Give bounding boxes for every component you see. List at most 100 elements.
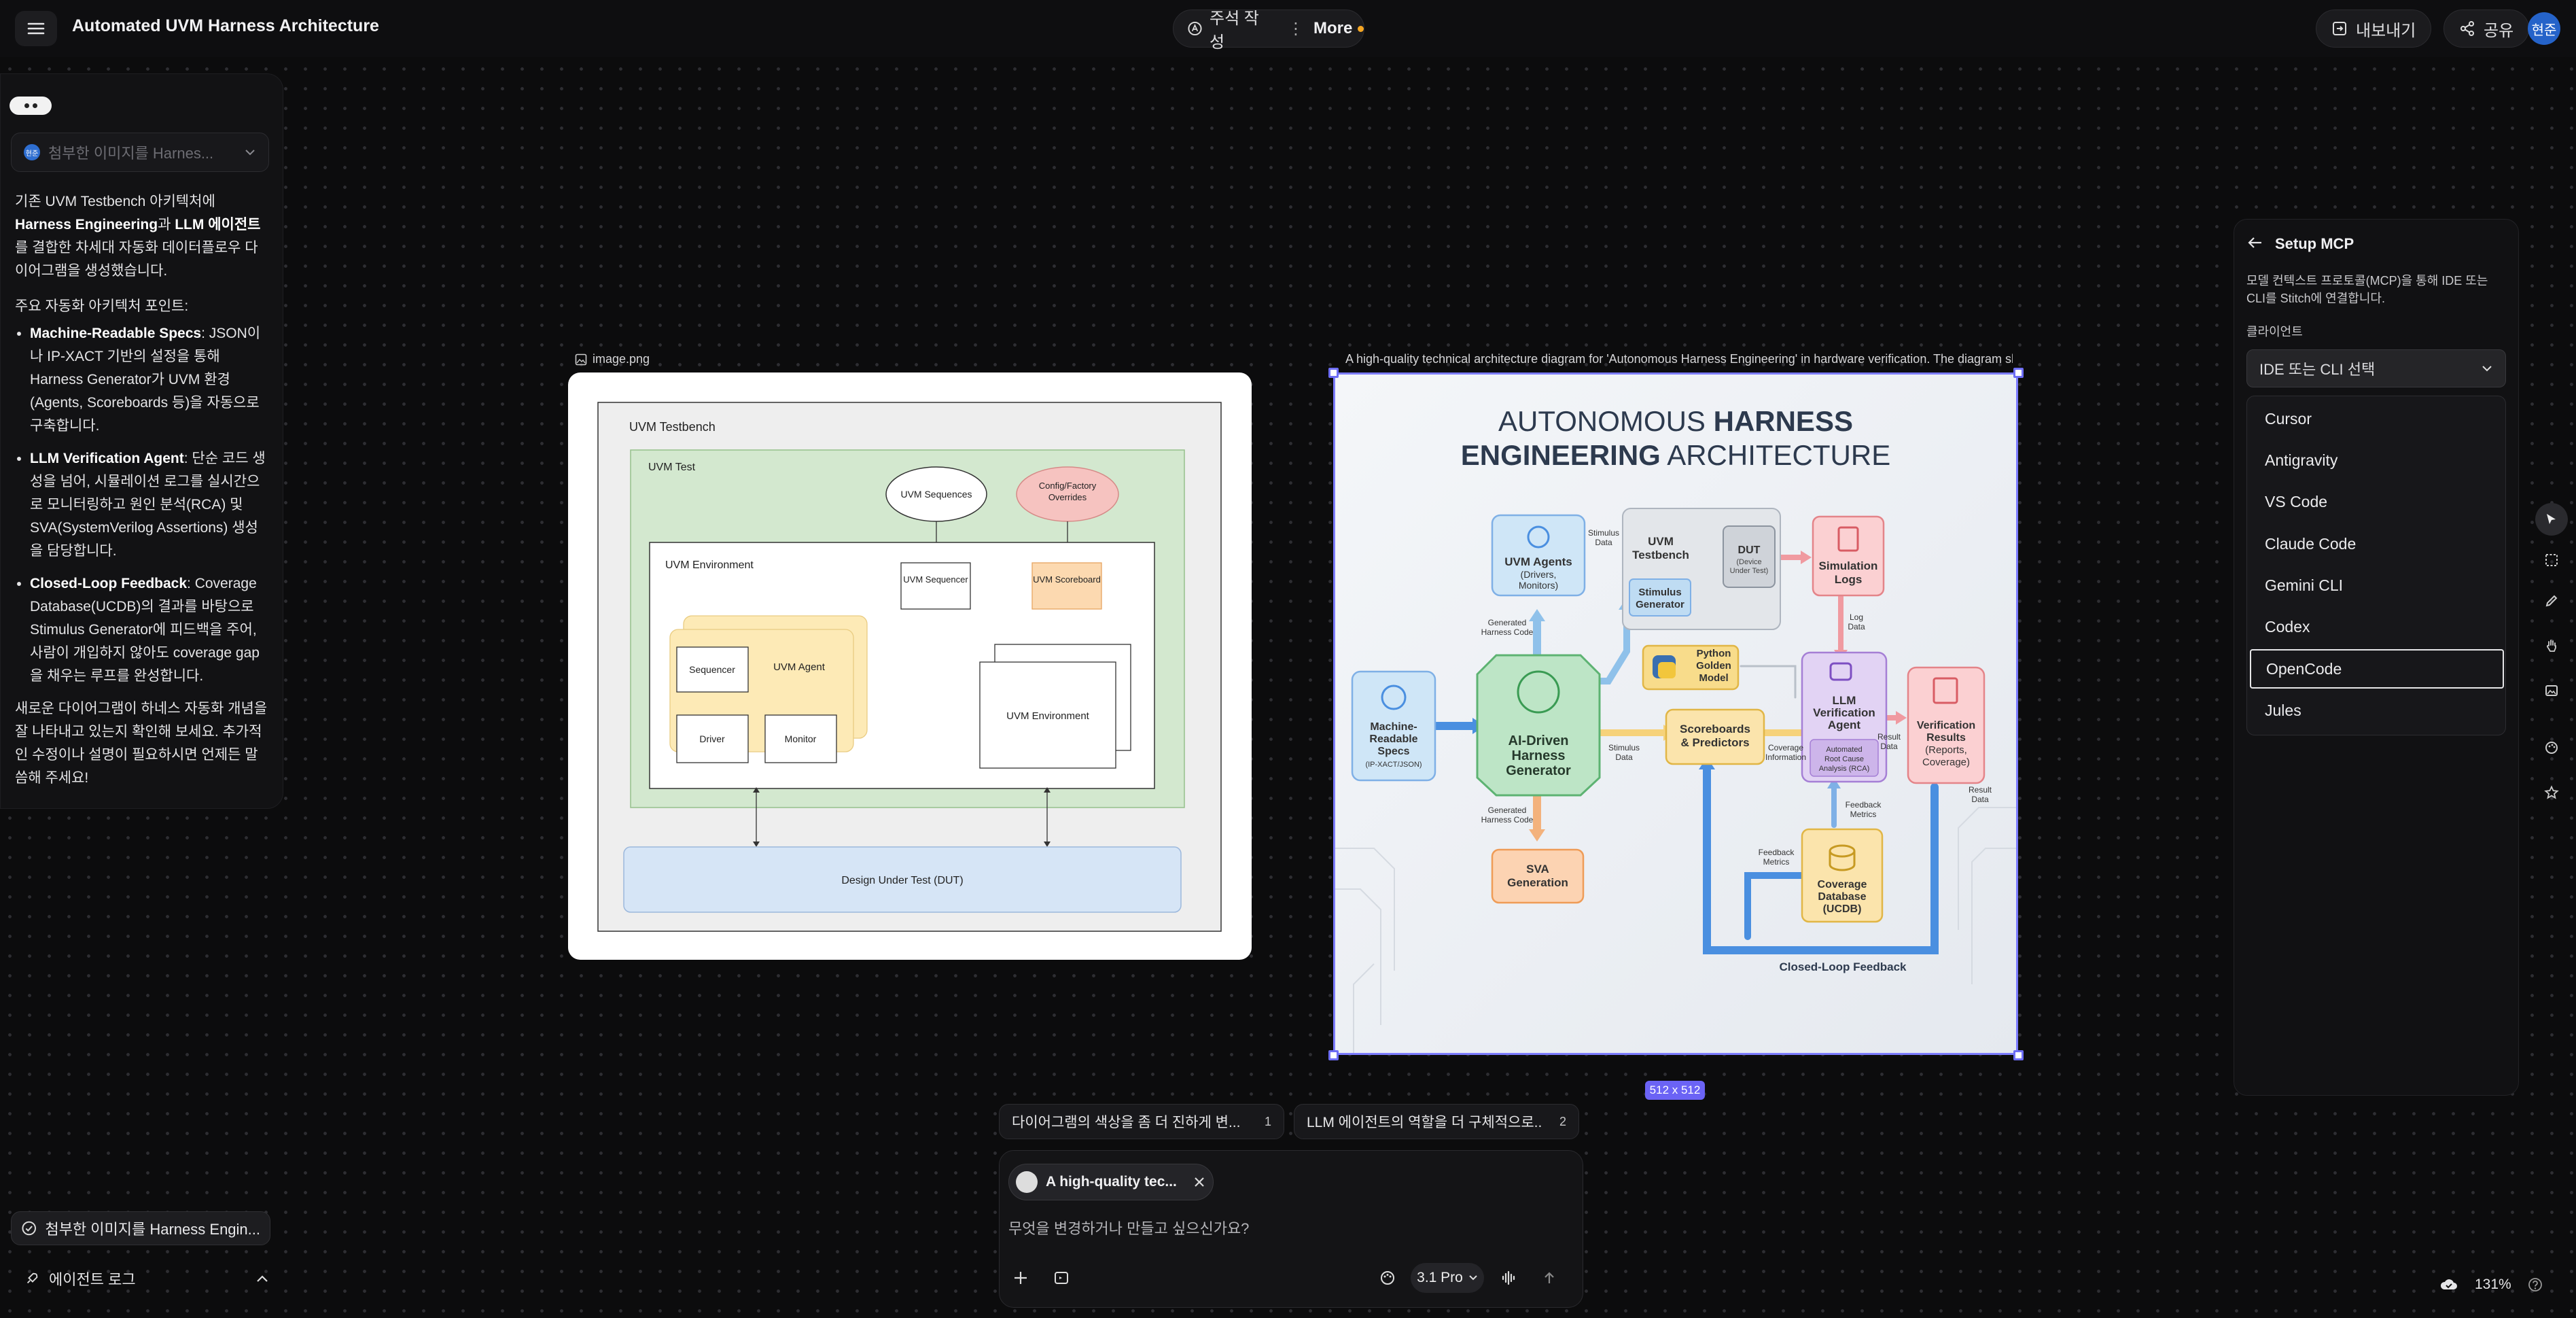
cloud-check-icon[interactable] <box>2439 1277 2458 1292</box>
resize-handle-bl[interactable] <box>1328 1050 1339 1060</box>
palette-icon <box>1381 1271 1394 1285</box>
option-claude-code[interactable]: Claude Code <box>2265 534 2357 553</box>
svg-text:Scoreboards: Scoreboards <box>1680 723 1750 735</box>
svg-text:Automated: Automated <box>1826 746 1862 754</box>
zoom-level[interactable]: 131% <box>2475 1277 2511 1292</box>
resize-handle-br[interactable] <box>2013 1050 2024 1060</box>
svg-text:Machine-: Machine- <box>1370 721 1417 733</box>
back-button[interactable] <box>2246 234 2264 252</box>
svg-text:(IP-XACT/JSON): (IP-XACT/JSON) <box>1365 761 1422 769</box>
resize-handle-tl[interactable] <box>1328 368 1339 378</box>
svg-text:Logs: Logs <box>1835 573 1863 586</box>
harness-architecture-image[interactable]: AUTONOMOUS HARNESS ENGINEERING ARCHITECT… <box>1333 372 2018 1055</box>
option-cursor[interactable]: Cursor <box>2265 409 2312 428</box>
attachment-chip[interactable]: A high-quality tec... <box>1008 1164 1214 1200</box>
annotate-button[interactable]: 주석 작성 <box>1187 5 1271 52</box>
screen-capture-button[interactable] <box>1046 1263 1076 1293</box>
export-button[interactable]: 내보내기 <box>2316 10 2432 48</box>
svg-text:Stimulus: Stimulus <box>1638 587 1681 598</box>
uvm-testbench-image[interactable]: UVM Testbench UVM Test UVM Sequences Con… <box>568 372 1252 960</box>
palette-button[interactable] <box>1373 1263 1402 1293</box>
svg-text:Agent: Agent <box>1828 718 1861 731</box>
svg-text:Model: Model <box>1699 672 1728 684</box>
model-select[interactable]: 3.1 Pro <box>1411 1263 1484 1293</box>
reference-select[interactable]: 현준 첨부한 이미지를 Harnes... <box>11 133 269 172</box>
share-button[interactable]: 공유 <box>2443 10 2530 48</box>
svg-text:Generation: Generation <box>1507 876 1568 889</box>
user-avatar[interactable]: 현준 <box>2528 12 2560 45</box>
project-title: Automated UVM Harness Architecture <box>72 16 379 35</box>
option-jules[interactable]: Jules <box>2265 701 2301 719</box>
pencil-icon <box>2545 595 2558 607</box>
svg-text:Stimulus: Stimulus <box>1608 743 1640 752</box>
send-button[interactable] <box>1534 1263 1564 1293</box>
option-gemini-cli[interactable]: Gemini CLI <box>2265 576 2344 594</box>
list-item: Closed-Loop Feedback: Coverage Database(… <box>30 572 269 688</box>
svg-text:Under Test): Under Test) <box>1730 567 1769 575</box>
config-overrides: Config/Factory Overrides <box>1038 481 1097 502</box>
svg-text:Specs: Specs <box>1377 746 1409 757</box>
add-button[interactable] <box>1006 1263 1036 1293</box>
resize-handle-tr[interactable] <box>2013 368 2024 378</box>
uvm-sequencer: UVM Sequencer <box>903 574 968 585</box>
theme-tool[interactable] <box>2535 731 2568 764</box>
frame1-label[interactable]: image.png <box>575 352 650 366</box>
client-dropdown: Cursor Antigravity VS Code Claude Code G… <box>2246 396 2506 735</box>
star-icon <box>2544 785 2559 799</box>
svg-text:Harness Code: Harness Code <box>1481 627 1534 637</box>
points-heading: 주요 자동화 아키텍처 포인트: <box>15 298 189 314</box>
dashed-square-icon <box>2545 554 2558 566</box>
favorite-tool[interactable] <box>2535 776 2568 809</box>
agent-log-toggle[interactable]: 에이전트 로그 <box>11 1262 283 1296</box>
svg-text:Harness Code: Harness Code <box>1481 815 1534 825</box>
svg-text:(Drivers,: (Drivers, <box>1521 569 1557 580</box>
svg-text:Data: Data <box>1880 742 1898 751</box>
svg-text:Information: Information <box>1765 752 1806 762</box>
svg-text:UVM Agents: UVM Agents <box>1504 555 1572 568</box>
typing-indicator <box>10 97 52 115</box>
frame-tool[interactable] <box>2535 544 2568 576</box>
svg-text:Metrics: Metrics <box>1763 857 1790 867</box>
svg-text:Results: Results <box>1926 732 1966 744</box>
option-opencode[interactable]: OpenCode <box>2250 649 2504 689</box>
option-antigravity[interactable]: Antigravity <box>2265 451 2338 469</box>
svg-text:Data: Data <box>1595 538 1612 547</box>
more-button[interactable]: More <box>1313 19 1353 37</box>
pen-tool[interactable] <box>2535 585 2568 617</box>
svg-text:& Predictors: & Predictors <box>1680 736 1749 749</box>
client-select[interactable]: IDE 또는 CLI 선택 <box>2246 349 2506 387</box>
points-list: Machine-Readable Specs: JSON이나 IP-XACT 기… <box>30 322 269 688</box>
svg-text:Monitors): Monitors) <box>1519 580 1558 591</box>
svg-text:Harness: Harness <box>1512 748 1566 763</box>
select-tool[interactable] <box>2535 503 2568 536</box>
prompt-input[interactable]: 무엇을 변경하거나 만들고 싶으신가요? <box>1008 1220 1250 1237</box>
sub-uvm-environment: UVM Environment <box>1006 710 1090 722</box>
menu-button[interactable] <box>15 11 57 46</box>
svg-text:Result: Result <box>1877 732 1901 742</box>
hand-tool[interactable] <box>2535 629 2568 662</box>
close-icon[interactable] <box>1193 1175 1206 1189</box>
attachment-thumbnail <box>1016 1171 1038 1193</box>
suggestion-chip-1[interactable]: 다이어그램의 색상을 좀 더 진하게 변... 1 <box>999 1104 1284 1139</box>
dut-box: Design Under Test (DUT) <box>841 875 963 886</box>
uvm-environment-title: UVM Environment <box>665 559 754 571</box>
option-codex[interactable]: Codex <box>2265 617 2310 636</box>
help-icon[interactable] <box>2528 1277 2543 1292</box>
svg-text:Coverage: Coverage <box>1818 879 1867 890</box>
chat-panel <box>0 73 283 809</box>
uvm-sequences: UVM Sequences <box>900 489 972 500</box>
option-vscode[interactable]: VS Code <box>2265 492 2328 510</box>
voice-button[interactable] <box>1494 1263 1523 1293</box>
plus-icon <box>1014 1272 1027 1284</box>
image-tool[interactable] <box>2535 674 2568 707</box>
rocket-icon <box>27 1272 38 1284</box>
agent-monitor: Monitor <box>785 733 817 744</box>
agent-sequencer: Sequencer <box>689 664 735 675</box>
history-chip[interactable]: 첨부한 이미지를 Harness Engin... <box>11 1211 270 1245</box>
agent-log-label: 에이전트 로그 <box>49 1271 136 1288</box>
hand-icon <box>2547 640 2556 652</box>
suggestion-chip-2[interactable]: LLM 에이전트의 역할을 더 구체적으로... 2 <box>1294 1104 1579 1139</box>
svg-text:Generator: Generator <box>1506 763 1571 778</box>
frame2-label[interactable]: A high-quality technical architecture di… <box>1340 352 2013 366</box>
uvm-test-title: UVM Test <box>648 462 696 473</box>
